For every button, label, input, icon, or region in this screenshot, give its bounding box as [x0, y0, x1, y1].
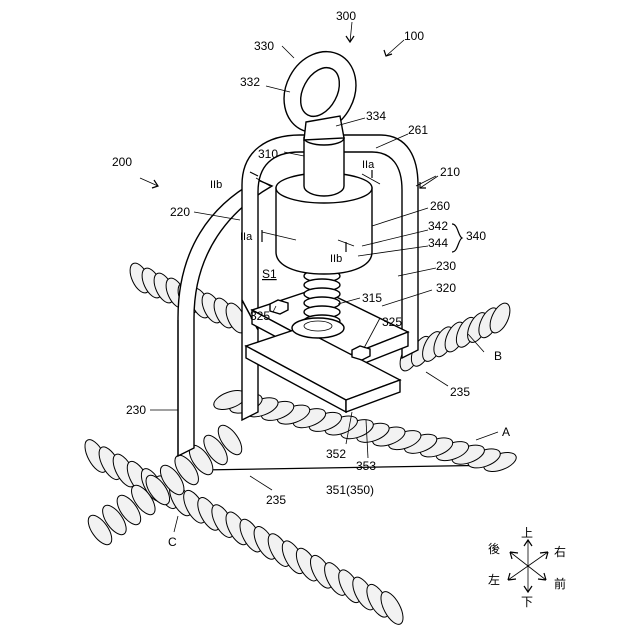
washer [292, 318, 344, 338]
bolt-325-left [270, 300, 288, 314]
label-C: C [168, 535, 177, 549]
label-230-left: 230 [126, 403, 146, 417]
label-344: 344 [428, 236, 448, 250]
label-S1: S1 [262, 267, 277, 281]
compass-back: 後 [488, 542, 500, 556]
label-200: 200 [112, 155, 132, 169]
rebar-A [200, 465, 505, 470]
label-230-right: 230 [436, 259, 456, 273]
bolt-325-right [352, 346, 370, 360]
label-260: 260 [430, 199, 450, 213]
label-B: B [494, 349, 502, 363]
compass-down: 下 [521, 595, 533, 609]
label-330: 330 [254, 39, 274, 53]
label-220: 220 [170, 205, 190, 219]
label-235-left: 235 [266, 493, 286, 507]
label-A: A [502, 425, 510, 439]
label-353: 353 [356, 459, 376, 473]
compass-right: 右 [554, 544, 566, 559]
label-352: 352 [326, 447, 346, 461]
label-261: 261 [408, 123, 428, 137]
label-IIa-top: IIa [362, 159, 375, 171]
label-210: 210 [440, 165, 460, 179]
label-310: 310 [258, 147, 278, 161]
label-340: 340 [466, 229, 486, 243]
label-235-right: 235 [450, 385, 470, 399]
brace-340 [452, 224, 462, 252]
compass-front: 前 [554, 576, 566, 591]
label-IIa-left: IIa [240, 231, 253, 243]
shaft-310 [304, 131, 344, 196]
label-100: 100 [404, 29, 424, 43]
direction-compass: 上 下 左 右 前 後 [488, 526, 566, 609]
label-325-left: 325 [250, 309, 270, 323]
compass-up: 上 [521, 526, 533, 540]
label-IIb-bottom: IIb [330, 253, 342, 265]
eye-bolt-330 [270, 39, 369, 145]
label-351: 351(350) [326, 483, 374, 497]
label-300: 300 [336, 9, 356, 23]
rebar-A-body [84, 387, 519, 549]
label-IIb-top: IIb [210, 179, 222, 191]
label-334: 334 [366, 109, 386, 123]
compass-left: 左 [488, 572, 500, 587]
label-325-right: 325 [382, 315, 402, 329]
label-332: 332 [240, 75, 260, 89]
label-320: 320 [436, 281, 456, 295]
label-315: 315 [362, 291, 382, 305]
label-342: 342 [428, 219, 448, 233]
